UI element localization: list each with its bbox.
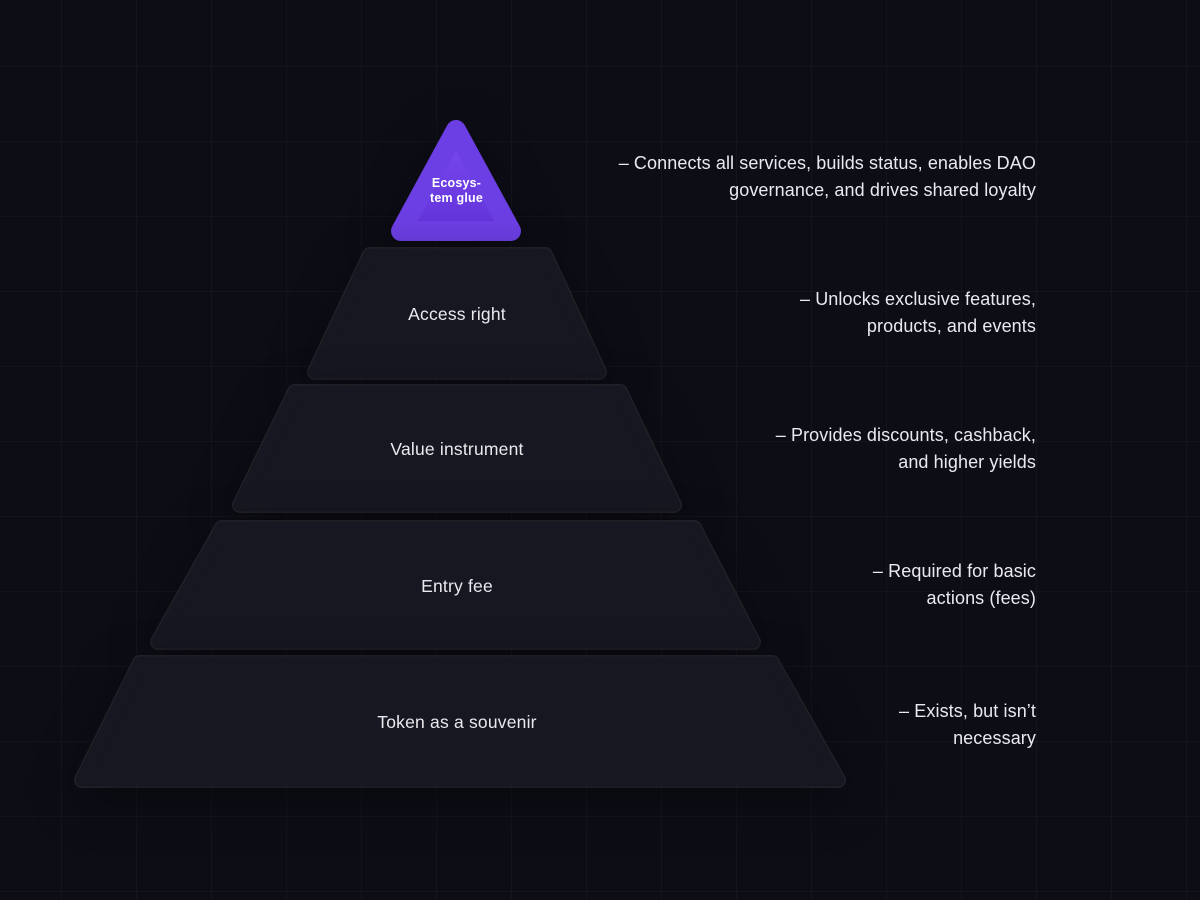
trapezoid-icon <box>150 520 761 650</box>
trapezoid-icon <box>74 655 846 788</box>
level-1-label: Ecosys- tem glue <box>398 176 515 206</box>
level-3-description: – Provides discounts, cashback, and high… <box>516 422 1036 476</box>
pyramid-level-2-shape <box>300 245 615 385</box>
description-line: – Unlocks exclusive features, <box>799 289 1036 309</box>
pyramid-level-3-shape <box>225 382 690 517</box>
description-line: necessary <box>953 728 1036 748</box>
description-line: actions (fees) <box>926 588 1036 608</box>
level-4-label: Entry fee <box>421 576 493 596</box>
description-line: – Provides discounts, cashback, <box>775 425 1036 445</box>
description-line: – Required for basic <box>872 561 1036 581</box>
description-line: – Connects all services, builds status, … <box>618 153 1036 173</box>
pyramid-level-5-shape <box>67 653 853 792</box>
level-1-label-line-1: Ecosys- <box>431 176 482 190</box>
level-5-label: Token as a souvenir <box>377 712 537 732</box>
level-1-label-line-2: tem glue <box>430 191 483 205</box>
trapezoid-icon <box>232 384 682 513</box>
level-4-description: – Required for basic actions (fees) <box>516 558 1036 612</box>
level-3-label: Value instrument <box>390 439 524 459</box>
pyramid-level-4-shape <box>143 518 768 654</box>
description-line: products, and events <box>866 316 1036 336</box>
pyramid-level-1-shape <box>380 102 535 247</box>
description-line: governance, and drives shared loyalty <box>729 180 1036 200</box>
triangle-icon <box>391 120 521 241</box>
trapezoid-icon <box>307 247 607 380</box>
description-line: and higher yields <box>898 452 1036 472</box>
level-1-description: – Connects all services, builds status, … <box>516 150 1036 204</box>
level-2-label: Access right <box>408 304 506 324</box>
level-2-description: – Unlocks exclusive features, products, … <box>516 286 1036 340</box>
description-line: – Exists, but isn’t <box>899 701 1036 721</box>
level-5-description: – Exists, but isn’t necessary <box>516 698 1036 752</box>
